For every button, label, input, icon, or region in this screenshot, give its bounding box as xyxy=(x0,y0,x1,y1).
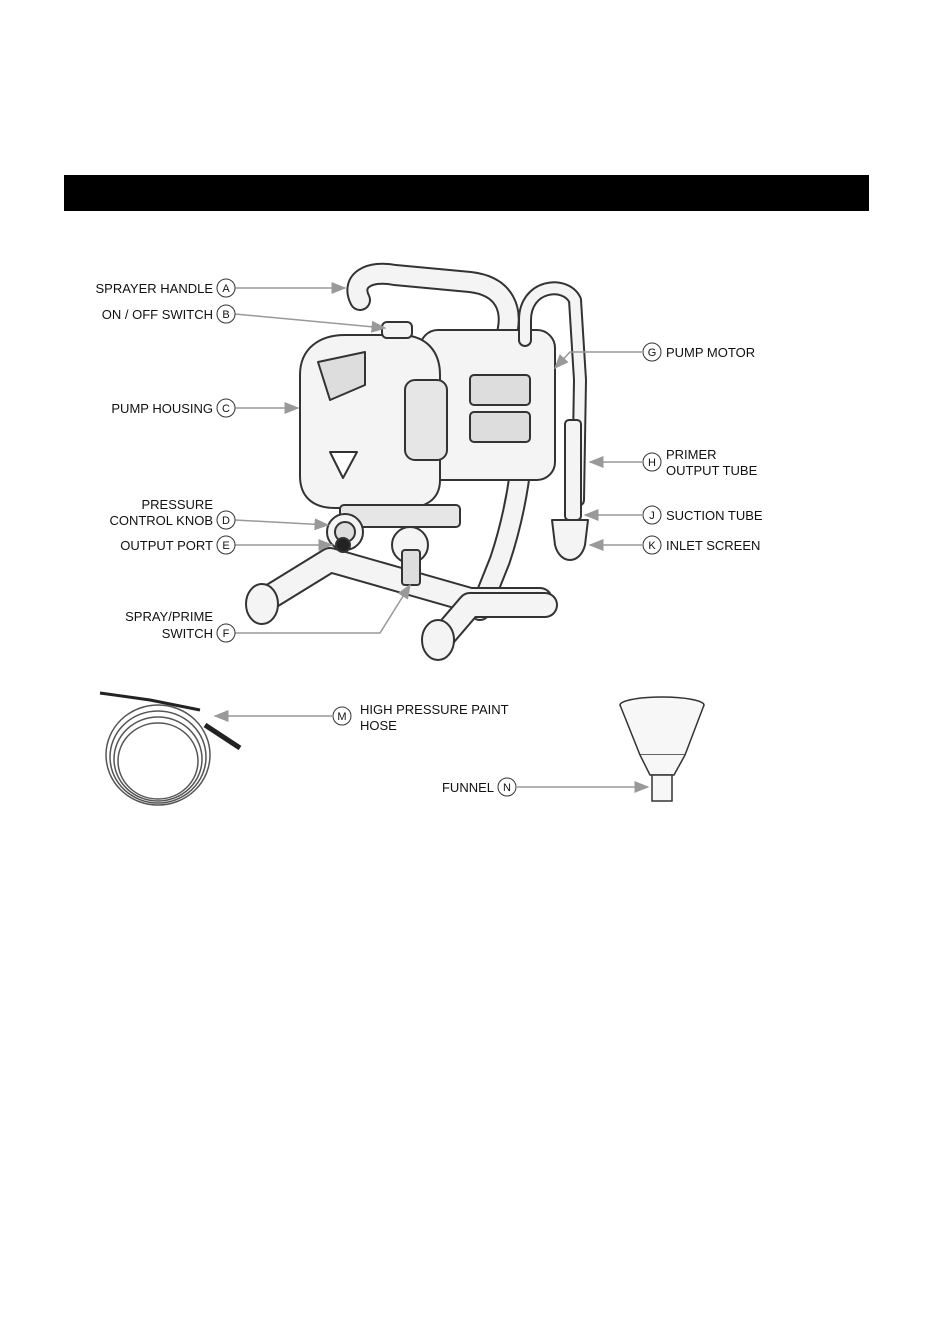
suction-tube-shape xyxy=(565,420,581,520)
label-funnel: FUNNEL xyxy=(442,780,494,795)
foot-cap-right xyxy=(422,620,454,660)
svg-text:M: M xyxy=(337,711,346,723)
label-sprayer-handle: SPRAYER HANDLE xyxy=(95,281,213,296)
badge-d: D xyxy=(217,511,235,529)
badge-h: H xyxy=(643,453,661,471)
funnel-illustration xyxy=(620,697,704,801)
label-hose-line1: HIGH PRESSURE PAINT xyxy=(360,702,509,717)
svg-text:F: F xyxy=(223,628,230,640)
sprayer-illustration xyxy=(246,274,588,660)
svg-text:N: N xyxy=(503,782,511,794)
svg-text:J: J xyxy=(649,510,655,522)
badge-g: G xyxy=(643,343,661,361)
paint-hose-illustration xyxy=(100,693,240,805)
badge-m: M xyxy=(333,707,351,725)
label-pump-housing: PUMP HOUSING xyxy=(111,401,213,416)
badge-f: F xyxy=(217,624,235,642)
badge-n: N xyxy=(498,778,516,796)
label-spray-prime-line1: SPRAY/PRIME xyxy=(125,609,213,624)
svg-text:E: E xyxy=(222,540,229,552)
label-spray-prime-line2: SWITCH xyxy=(162,626,213,641)
svg-text:G: G xyxy=(648,347,657,359)
label-primer-line2: OUTPUT TUBE xyxy=(666,463,758,478)
badge-k: K xyxy=(643,536,661,554)
label-on-off-switch: ON / OFF SWITCH xyxy=(102,307,213,322)
label-primer-line1: PRIMER xyxy=(666,447,717,462)
label-pressure-line1: PRESSURE xyxy=(141,497,213,512)
inlet-screen-shape xyxy=(552,520,588,560)
badge-a: A xyxy=(217,279,235,297)
label-pump-motor: PUMP MOTOR xyxy=(666,345,755,360)
svg-text:D: D xyxy=(222,515,230,527)
svg-text:A: A xyxy=(222,283,230,295)
badge-c: C xyxy=(217,399,235,417)
on-off-switch-shape xyxy=(382,322,412,338)
foot-cap-left xyxy=(246,584,278,624)
svg-text:H: H xyxy=(648,457,656,469)
svg-text:B: B xyxy=(222,309,229,321)
badge-e: E xyxy=(217,536,235,554)
output-port-shape xyxy=(336,538,350,552)
label-hose-line2: HOSE xyxy=(360,718,397,733)
badge-j: J xyxy=(643,506,661,524)
label-output-port: OUTPUT PORT xyxy=(120,538,213,553)
svg-text:C: C xyxy=(222,403,230,415)
svg-text:K: K xyxy=(648,540,656,552)
label-inlet-screen: INLET SCREEN xyxy=(666,538,760,553)
badge-b: B xyxy=(217,305,235,323)
label-suction-tube: SUCTION TUBE xyxy=(666,508,763,523)
label-pressure-line2: CONTROL KNOB xyxy=(109,513,213,528)
